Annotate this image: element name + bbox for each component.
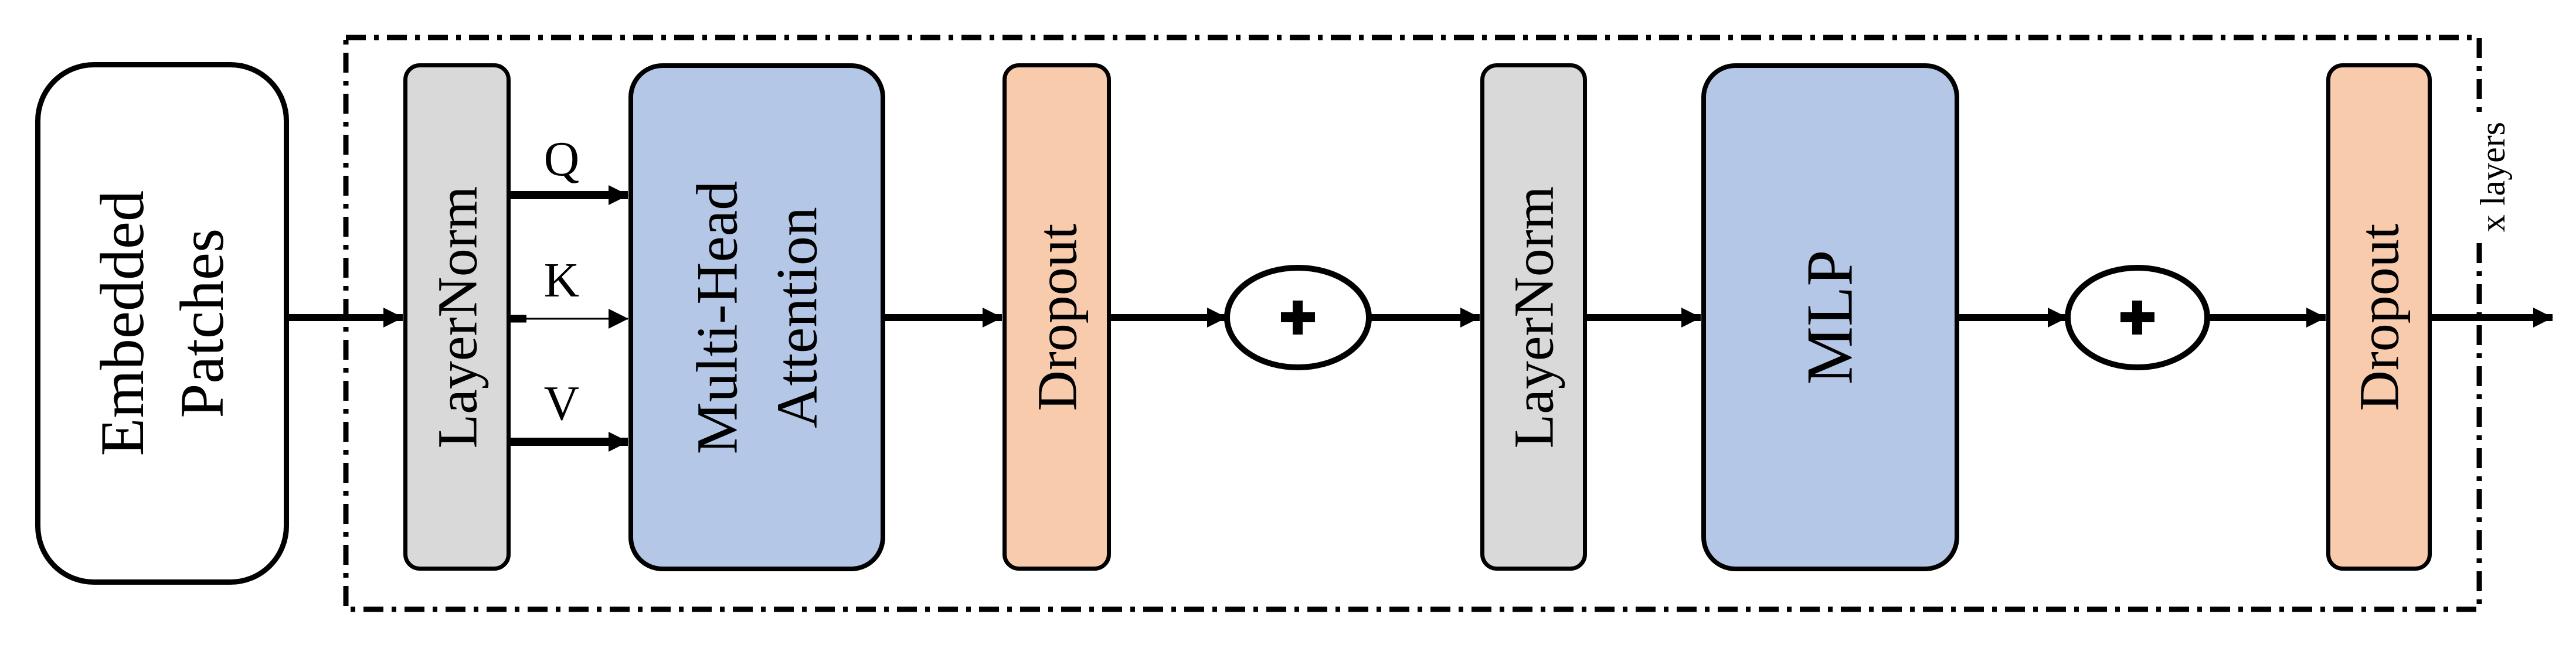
k-label: K — [543, 253, 580, 308]
plus-icon — [1281, 301, 1315, 335]
dropout1-label: Dropout — [1025, 223, 1088, 411]
dropout1-box: Dropout — [1002, 63, 1111, 571]
plus-icon — [2120, 301, 2154, 335]
q-label: Q — [543, 132, 580, 186]
layernorm2-label: LayerNorm — [1502, 186, 1565, 448]
v-label: V — [543, 376, 580, 431]
embedded-patches-label: Embedded Patches — [87, 190, 236, 456]
layernorm1-label: LayerNorm — [426, 186, 489, 448]
layernorm1-box: LayerNorm — [403, 63, 511, 571]
x-layers-label: x layers — [2470, 113, 2515, 241]
dropout2-label: Dropout — [2347, 223, 2411, 411]
embedded-patches-box: Embedded Patches — [35, 62, 289, 585]
mlp-box: MLP — [1701, 63, 1959, 571]
multi-head-attention-label: Multi-Head Attention — [684, 180, 829, 454]
layernorm2-box: LayerNorm — [1480, 63, 1587, 571]
dropout2-box: Dropout — [2326, 63, 2432, 571]
multi-head-attention-box: Multi-Head Attention — [628, 63, 885, 571]
mlp-label: MLP — [1793, 250, 1867, 385]
